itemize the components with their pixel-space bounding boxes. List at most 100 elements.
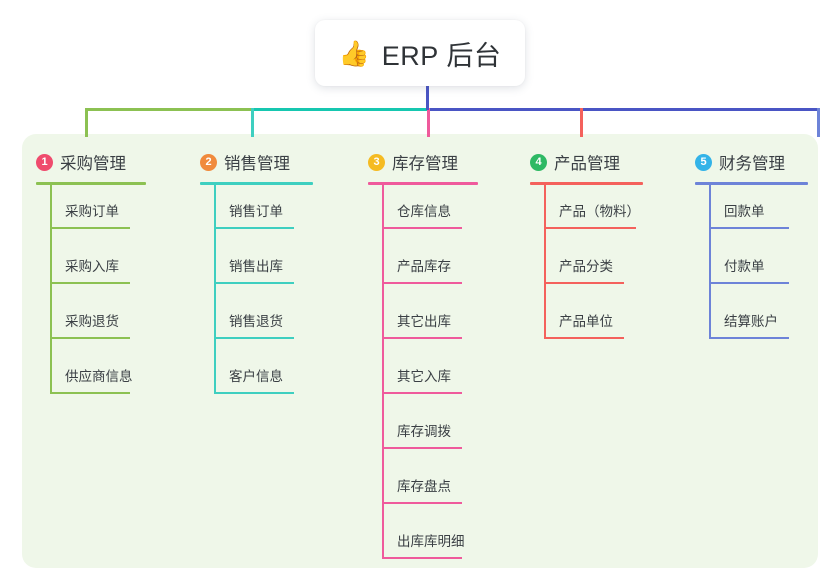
branch-item-label: 产品单位 <box>559 314 613 329</box>
branch-title: 销售管理 <box>224 155 290 173</box>
root-node[interactable]: 👍 ERP 后台 <box>315 20 525 86</box>
branch-spine <box>214 185 216 394</box>
branch-item-rule <box>382 502 462 504</box>
branch-drop-5 <box>817 108 820 137</box>
branch-items-1: 采购订单采购入库采购退货供应商信息 <box>50 185 146 405</box>
branch-spine <box>709 185 711 339</box>
branch-item-label: 回款单 <box>724 204 765 219</box>
branch-item[interactable]: 其它入库 <box>382 350 478 405</box>
branch-item-label: 产品（物料） <box>559 204 640 219</box>
branch-header-rule <box>530 182 643 185</box>
branch-item-label: 仓库信息 <box>397 204 451 219</box>
branch-item[interactable]: 出库库明细 <box>382 515 478 570</box>
branch-item-rule <box>50 337 130 339</box>
branch-item-label: 产品库存 <box>397 259 451 274</box>
branch-column-5: 5 财务管理回款单付款单结算账户 <box>695 150 808 350</box>
branch-item-label: 供应商信息 <box>65 369 133 384</box>
branch-item-rule <box>214 337 294 339</box>
branch-items-4: 产品（物料） 产品分类产品单位 <box>544 185 643 350</box>
diagram-panel <box>22 134 818 568</box>
branch-item[interactable]: 销售出库 <box>214 240 313 295</box>
branch-item-rule <box>382 557 462 559</box>
branch-item[interactable]: 库存盘点 <box>382 460 478 515</box>
branch-drop-3 <box>427 108 430 137</box>
branch-header-rule <box>36 182 146 185</box>
branch-item-rule <box>544 282 624 284</box>
branch-header-rule <box>200 182 313 185</box>
branch-number-badge: 3 <box>368 153 385 171</box>
branch-item[interactable]: 回款单 <box>709 185 808 240</box>
branch-item-rule <box>50 392 130 394</box>
branch-item[interactable]: 结算账户 <box>709 295 808 350</box>
branch-item-label: 销售退货 <box>229 314 283 329</box>
branch-item-label: 采购订单 <box>65 204 119 219</box>
branch-column-2: 2 销售管理销售订单销售出库销售退货客户信息 <box>200 150 313 405</box>
branch-item-label: 其它入库 <box>397 369 451 384</box>
branch-spine <box>382 185 384 559</box>
bus-segment-3 <box>427 108 820 111</box>
thumbs-up-icon: 👍 <box>338 39 370 68</box>
branch-item[interactable]: 库存调拨 <box>382 405 478 460</box>
branch-item-label: 结算账户 <box>724 314 778 329</box>
branch-item-rule <box>709 337 789 339</box>
branch-item[interactable]: 付款单 <box>709 240 808 295</box>
branch-column-3: 3 库存管理仓库信息产品库存其它出库其它入库库存调拨库存盘点出库库明细 <box>368 150 478 570</box>
branch-item[interactable]: 产品单位 <box>544 295 643 350</box>
branch-number-badge: 4 <box>530 153 547 171</box>
branch-item[interactable]: 采购入库 <box>50 240 146 295</box>
branch-spine <box>544 185 546 339</box>
branch-title: 库存管理 <box>392 155 458 173</box>
branch-item-label: 销售订单 <box>229 204 283 219</box>
branch-item[interactable]: 销售订单 <box>214 185 313 240</box>
branch-item[interactable]: 销售退货 <box>214 295 313 350</box>
branch-items-2: 销售订单销售出库销售退货客户信息 <box>214 185 313 405</box>
branch-item-rule <box>214 392 294 394</box>
branch-item[interactable]: 产品分类 <box>544 240 643 295</box>
branch-item-rule <box>382 447 462 449</box>
branch-item-label: 客户信息 <box>229 369 283 384</box>
branch-item-rule <box>50 282 130 284</box>
branch-item-rule <box>382 227 462 229</box>
branch-item[interactable]: 采购订单 <box>50 185 146 240</box>
branch-item[interactable]: 产品（物料） <box>544 185 643 240</box>
branch-item-label: 付款单 <box>724 259 765 274</box>
branch-item-rule <box>214 282 294 284</box>
branch-drop-2 <box>251 108 254 137</box>
branch-spine <box>50 185 52 394</box>
root-stem-connector <box>426 84 429 110</box>
branch-number-badge: 1 <box>36 153 53 171</box>
branch-number-badge: 5 <box>695 153 712 171</box>
branch-item-rule <box>709 227 789 229</box>
root-title: ERP 后台 <box>381 40 502 71</box>
branch-item-label: 采购入库 <box>65 259 119 274</box>
branch-item-rule <box>382 337 462 339</box>
branch-header-5[interactable]: 5 财务管理 <box>695 150 808 174</box>
branch-item[interactable]: 产品库存 <box>382 240 478 295</box>
branch-item-label: 销售出库 <box>229 259 283 274</box>
branch-item-rule <box>382 392 462 394</box>
branch-item-rule <box>214 227 294 229</box>
branch-drop-4 <box>580 108 583 137</box>
branch-header-2[interactable]: 2 销售管理 <box>200 150 313 174</box>
branch-item-label: 产品分类 <box>559 259 613 274</box>
root-node-content: 👍 ERP 后台 <box>339 34 502 73</box>
branch-item[interactable]: 仓库信息 <box>382 185 478 240</box>
branch-drop-1 <box>85 108 88 137</box>
branch-number-badge: 2 <box>200 153 217 171</box>
bus-segment-2 <box>251 108 429 111</box>
branch-item[interactable]: 采购退货 <box>50 295 146 350</box>
branch-item-label: 采购退货 <box>65 314 119 329</box>
branch-header-rule <box>368 182 478 185</box>
branch-header-3[interactable]: 3 库存管理 <box>368 150 478 174</box>
branch-item[interactable]: 供应商信息 <box>50 350 146 405</box>
branch-item-label: 库存调拨 <box>397 424 451 439</box>
branch-item[interactable]: 其它出库 <box>382 295 478 350</box>
branch-title: 财务管理 <box>719 155 785 173</box>
branch-items-3: 仓库信息产品库存其它出库其它入库库存调拨库存盘点出库库明细 <box>382 185 478 570</box>
branch-item[interactable]: 客户信息 <box>214 350 313 405</box>
